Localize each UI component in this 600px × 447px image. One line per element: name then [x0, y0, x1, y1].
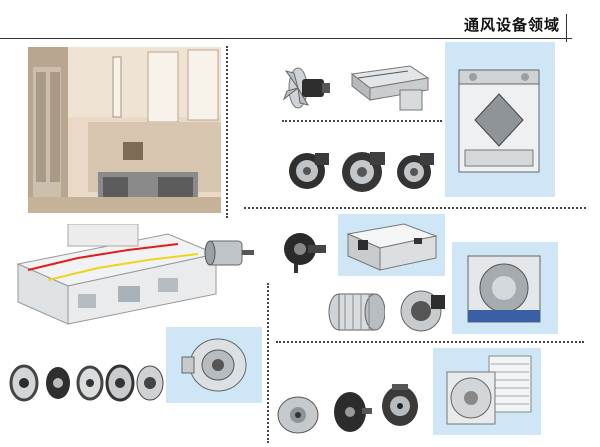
cylindrical-motor: [202, 233, 256, 273]
product-panel: [338, 214, 445, 276]
dotted-separator: [276, 341, 584, 343]
blower-fan-small: [285, 147, 333, 193]
fan-impeller-row: [8, 362, 166, 404]
header-divider: [0, 38, 572, 39]
external-rotor-motor: [280, 227, 330, 273]
dotted-separator: [282, 120, 442, 122]
product-panel: [433, 348, 541, 435]
blower-fan-medium: [338, 147, 388, 195]
building-interior-photo: [28, 47, 221, 213]
page-title: 通风设备领域: [463, 16, 560, 34]
forward-curved-impeller: [325, 290, 386, 334]
flat-motor: [274, 393, 324, 437]
dotted-separator: [226, 46, 228, 218]
product-panel: [166, 327, 262, 403]
product-panel: [452, 242, 558, 334]
blower-fan-large: [394, 147, 438, 193]
backward-curved-fan: [397, 287, 449, 333]
inline-duct-fan: [181, 338, 247, 392]
product-panel: [445, 42, 555, 197]
compact-motor: [330, 386, 374, 436]
centrifugal-fan-module: [467, 255, 541, 323]
shaded-pole-motor: [378, 382, 424, 430]
heat-recovery-ventilation-unit: [458, 69, 540, 173]
house-ventilation-diagram: [8, 223, 220, 330]
dotted-separator: [244, 207, 586, 209]
header-tick: [566, 14, 567, 42]
ceiling-vent-unit: [348, 60, 432, 118]
window-wall-fan: [446, 355, 532, 425]
dotted-separator: [267, 283, 269, 443]
axial-fan-with-motor: [278, 65, 338, 111]
duct-ventilation-box: [346, 223, 438, 271]
